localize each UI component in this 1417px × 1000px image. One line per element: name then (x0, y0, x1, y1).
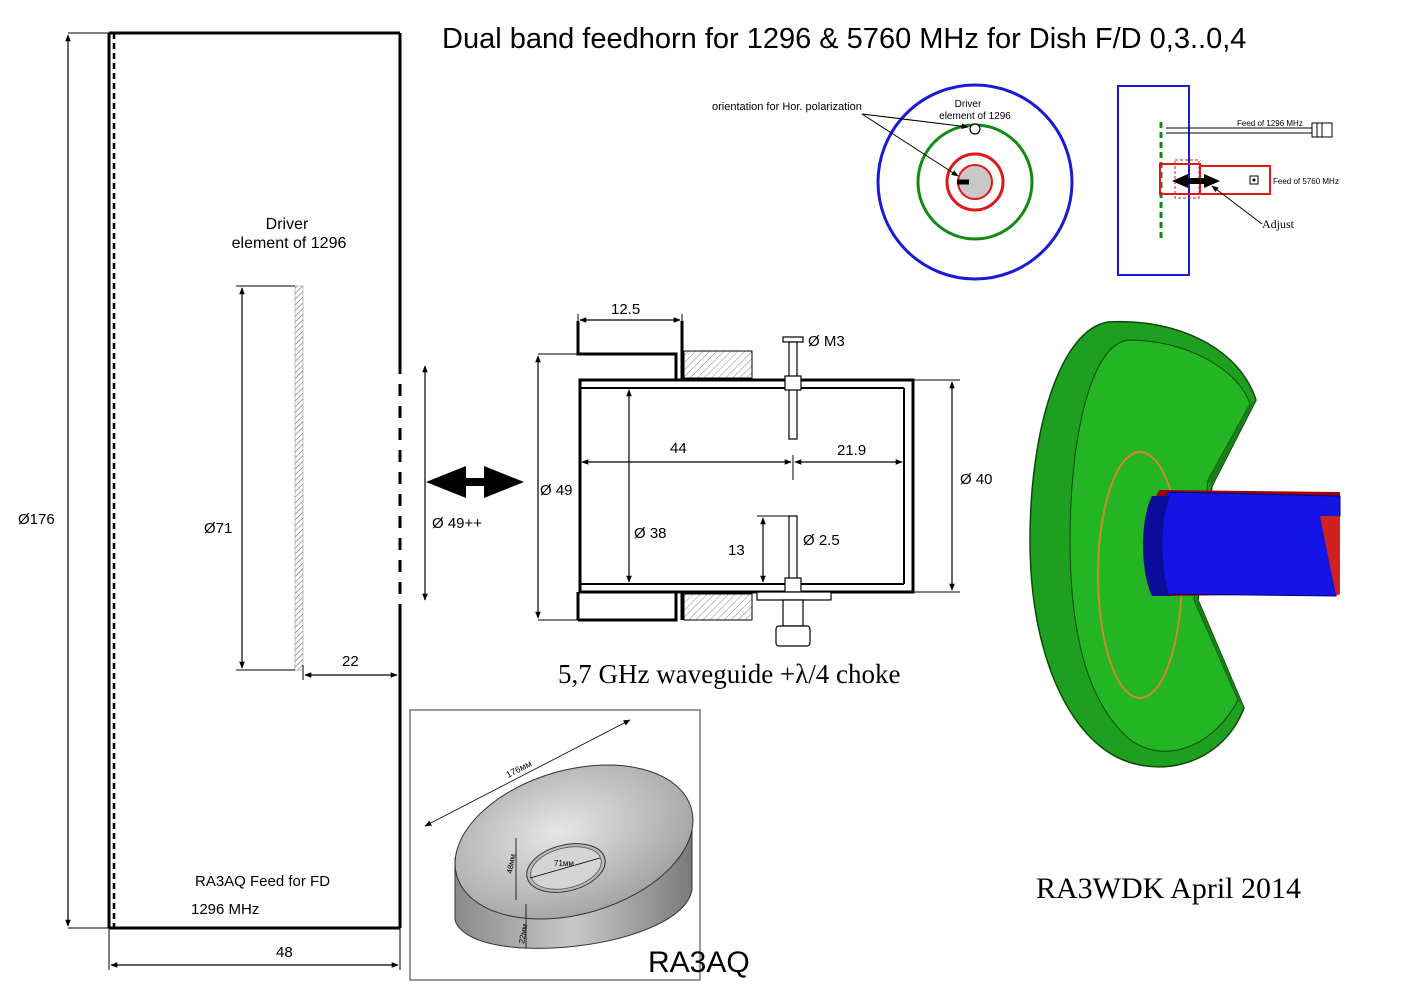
photo-label: RA3AQ (648, 946, 750, 979)
driver-label-line2: element of 1296 (232, 235, 347, 252)
front-driver-line2: element of 1296 (939, 111, 1011, 122)
driver-label-line1: Driver (266, 216, 309, 233)
probe-5760 (788, 515, 798, 581)
adjust-arrow-icon (1172, 174, 1220, 188)
side-feed-5760: Feed of 5760 MHz (1273, 177, 1339, 186)
dim-probe-13: 13 (728, 542, 745, 559)
dim-aperture-49: Ø 49++ (432, 515, 482, 532)
page-title: Dual band feedhorn for 1296 & 5760 MHz f… (442, 23, 1246, 55)
dim-diameter-176: Ø176 (18, 511, 55, 528)
front-driver-line1: Driver (955, 99, 982, 110)
photo-dim-48: 48мм (505, 853, 517, 874)
freq-label: 1296 MHz (191, 901, 259, 918)
driver-element-1296 (294, 285, 304, 671)
feed-label: RA3AQ Feed for FD (195, 873, 330, 890)
dim-probe-2-5: Ø 2.5 (803, 532, 840, 549)
side-view: Feed of 1296 MHz Feed of 5760 MHz Adjust (1117, 85, 1339, 276)
dim-outer-49: Ø 49 (540, 482, 573, 499)
dim-driver-71: Ø71 (204, 520, 232, 537)
ra3aq-photo: 176мм 71мм 48мм 22мм RA3AQ (409, 709, 750, 981)
side-adjust-label: Adjust (1262, 217, 1295, 231)
aperture-dimension: Ø 49++ (422, 365, 524, 601)
left-feed-drawing: Ø176 Ø71 Driver element of 1296 22 48 RA… (18, 31, 402, 970)
dim-offset-22: 22 (342, 653, 359, 670)
dim-tail-21-9: 21.9 (837, 442, 866, 459)
side-feed-1296: Feed of 1296 MHz (1237, 119, 1303, 128)
double-arrow-icon (426, 466, 524, 498)
dim-inner-38: Ø 38 (634, 525, 667, 542)
signature: RA3WDK April 2014 (1036, 872, 1301, 905)
waveguide-drawing: 12.5 Ø M3 Ø 49 Ø 38 44 21.9 Ø (535, 301, 993, 689)
dim-choke-12-5: 12.5 (611, 301, 640, 318)
dim-right-40: Ø 40 (960, 471, 993, 488)
dim-depth-44: 44 (670, 440, 687, 457)
dim-screw-m3: Ø M3 (808, 333, 845, 350)
photo-dim-71: 71мм (554, 859, 574, 868)
photo-dim-22: 22мм (517, 923, 529, 944)
waveguide-caption: 5,7 GHz waveguide +λ/4 choke (558, 659, 900, 689)
feedhorn-3d-model (1029, 320, 1341, 768)
orientation-label: orientation for Hor. polarization (712, 101, 862, 113)
dim-width-48: 48 (276, 944, 293, 961)
front-view: Driver element of 1296 orientation for H… (712, 83, 1074, 281)
